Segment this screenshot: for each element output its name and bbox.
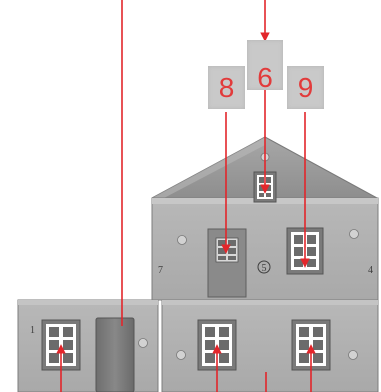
lower-right-wall-panel <box>161 299 379 392</box>
callout-label-6: 6 <box>257 62 273 93</box>
peg <box>177 235 187 245</box>
panel-number-7: 7 <box>158 265 163 276</box>
callout-label-8: 8 <box>218 72 235 103</box>
peg <box>348 350 358 360</box>
peg <box>349 229 359 239</box>
panel-number-circled: 5 <box>257 260 271 274</box>
callout-box-9: 9 <box>287 66 324 109</box>
upper-wall-panel <box>151 197 379 301</box>
panel-number-1: 1 <box>30 325 35 336</box>
panel-number-4: 4 <box>368 265 373 276</box>
peg <box>138 338 148 348</box>
panel-number-5: 5 <box>262 263 267 274</box>
callout-box-6: 6 <box>247 40 283 93</box>
door <box>95 317 135 392</box>
tall-panel-window <box>207 228 247 298</box>
assembly-arrows <box>56 0 316 392</box>
window-lower-left <box>41 319 81 371</box>
lower-left-wall-panel <box>17 299 159 392</box>
window-lower-right <box>291 319 331 371</box>
peg <box>176 350 186 360</box>
callout-label-9: 9 <box>297 72 314 103</box>
callout-box-8: 8 <box>208 66 245 109</box>
